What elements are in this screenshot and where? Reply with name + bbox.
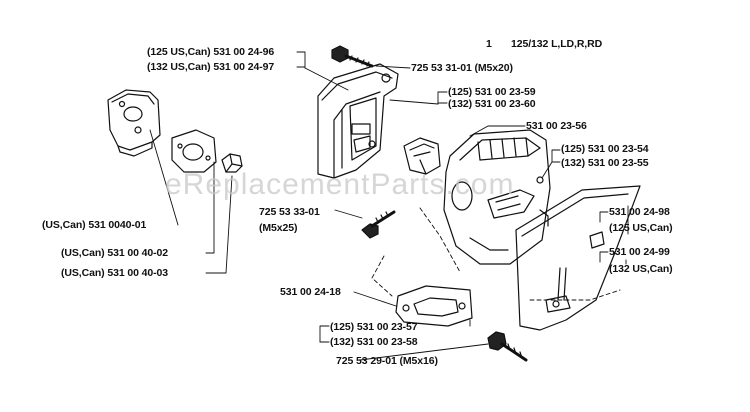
watermark: eReplacementParts.com	[165, 168, 515, 201]
screw-m5x25-part	[361, 210, 396, 239]
heat-shield-back-part	[317, 63, 399, 179]
gasket-small-part	[171, 129, 217, 173]
nut-part	[221, 153, 243, 173]
muffler-gasket-part	[395, 285, 473, 327]
part-label: (125) 531 00 23-57	[330, 321, 418, 333]
part-label: 531 00 24-99	[609, 246, 670, 258]
part-label: (US,Can) 531 00 40-02	[61, 247, 169, 259]
part-label: 725 53 29-01 (M5x16)	[336, 355, 438, 367]
part-label: (125 US,Can)	[609, 222, 673, 234]
leader-lines	[149, 51, 629, 361]
part-label: (132) 531 00 23-58	[330, 336, 418, 348]
clip-bracket-part	[403, 137, 441, 175]
part-label: (US,Can) 531 00 40-03	[61, 267, 169, 279]
part-label: (125 US,Can) 531 00 24-96	[147, 46, 275, 58]
part-label: (125) 531 00 23-59	[448, 86, 536, 98]
part-label: (US,Can) 531 0040-01	[42, 219, 147, 231]
part-label: (132) 531 00 23-55	[561, 157, 649, 169]
screw-m5x16-part	[487, 331, 528, 362]
part-label: (M5x25)	[259, 222, 298, 234]
assembly-guides	[371, 207, 621, 301]
part-label: 531 00 24-98	[609, 206, 670, 218]
part-label: (132) 531 00 23-60	[448, 98, 536, 110]
part-label: 725 53 33-01	[259, 206, 320, 218]
item-number: 1	[486, 38, 492, 50]
part-label: (132 US,Can) 531 00 24-97	[147, 61, 275, 73]
part-label: 725 53 31-01 (M5x20)	[411, 62, 513, 74]
part-label: 531 00 23-56	[526, 120, 587, 132]
part-label: (132 US,Can)	[609, 263, 673, 275]
part-label: (125) 531 00 23-54	[561, 143, 649, 155]
front-cover-part	[515, 185, 641, 331]
muffler-body-part	[443, 129, 551, 265]
screw-top-part	[331, 45, 374, 68]
model-label: 125/132 L,LD,R,RD	[511, 38, 603, 50]
part-label: 531 00 24-18	[280, 286, 341, 298]
bracket-part	[107, 89, 161, 157]
